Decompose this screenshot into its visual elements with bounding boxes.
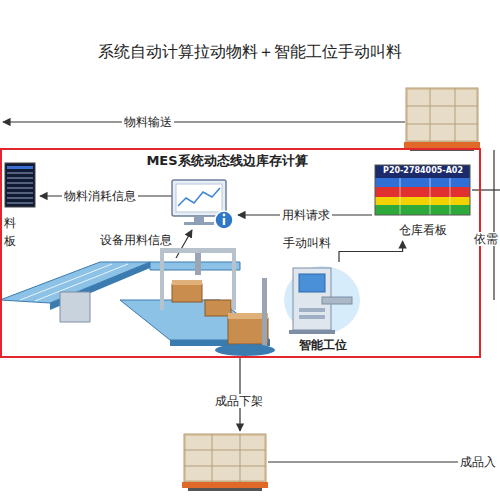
- connector-label: 手动叫料: [281, 236, 333, 250]
- flow-label: 成品下架: [213, 394, 265, 408]
- flow-label: 用料请求: [280, 208, 332, 222]
- smart-workstation: 智能工位: [283, 262, 363, 354]
- warehouse-board-screen: [375, 165, 470, 215]
- material-pallet: [404, 88, 480, 151]
- material-board: 料 板: [3, 162, 37, 254]
- flow-label: 依需: [472, 232, 500, 246]
- info-arrow: [176, 230, 192, 258]
- flow-label: 设备用料信息: [98, 233, 174, 247]
- board-code: P20-2784005-A02: [375, 166, 471, 176]
- board-label: 料 板: [4, 214, 18, 250]
- delivery-arrow: [3, 121, 405, 122]
- system-frame: 料 板 P20-2784005-A02 仓库看板智能工位 MES系统动态线边库存计算: [0, 148, 481, 358]
- side-line: [472, 189, 500, 190]
- frame-heading: MES系统动态线边库存计算: [102, 153, 352, 169]
- side-line: [493, 150, 494, 300]
- computer-icon: [172, 180, 233, 229]
- warehouse-board: P20-2784005-A02 仓库看板: [372, 163, 474, 241]
- material-board-screen: [5, 163, 35, 207]
- flow-label: 物料输送: [122, 115, 174, 129]
- workstation-icon: [284, 266, 360, 334]
- flow-connector: [339, 241, 403, 262]
- diagram-title: 系统自动计算拉动物料＋智能工位手动叫料: [0, 42, 500, 63]
- workstation-label: 智能工位: [283, 338, 363, 352]
- production-line: [0, 248, 275, 356]
- board-label: 仓库看板: [372, 223, 474, 237]
- flow-label: 成品入: [458, 455, 498, 469]
- flow-label: 物料消耗信息: [62, 189, 138, 203]
- finished-pallet: [182, 434, 268, 491]
- output-line: [268, 461, 458, 462]
